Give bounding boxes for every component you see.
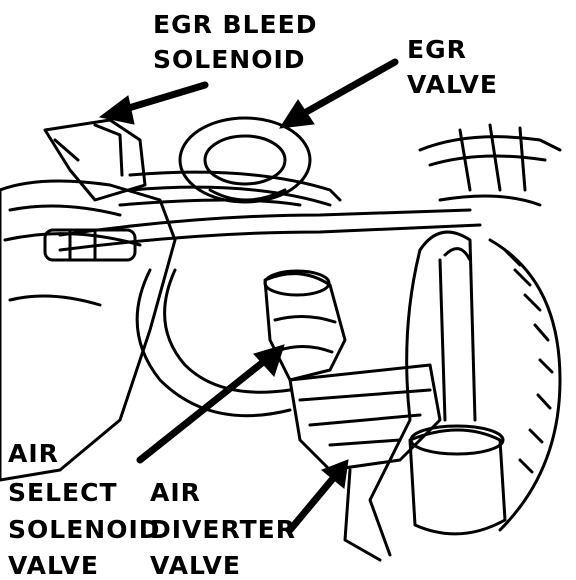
label-air-select-line4: VALVE	[8, 551, 99, 580]
arrow-air-select-solenoid	[136, 351, 276, 464]
label-air-select-line1: AIR	[8, 439, 59, 468]
egr-bleed-solenoid-body	[43, 118, 147, 202]
label-egr-valve-line2: VALVE	[407, 70, 498, 99]
upper-right-harness	[418, 135, 562, 152]
engine-block	[0, 179, 177, 482]
air-pump-canister	[408, 428, 507, 536]
air-diverter-valve-body	[288, 363, 442, 472]
air-hose-loop	[135, 268, 292, 418]
label-air-diverter-line3: VALVE	[150, 551, 241, 580]
pulley-edge	[488, 238, 562, 532]
arrow-air-diverter	[286, 466, 344, 534]
arrow-head-egr-bleed	[98, 95, 135, 125]
arrow-egr-valve	[288, 58, 399, 124]
arrow-head-air-diverter	[321, 459, 349, 489]
label-air-select-line2: SELECT	[8, 478, 118, 507]
label-egr-bleed-solenoid-line2: SOLENOID	[153, 45, 306, 74]
right-air-pipe	[418, 230, 477, 422]
label-air-select-line3: SOLENOID	[8, 515, 161, 544]
label-air-diverter-line2: DIVERTER	[150, 515, 296, 544]
egr-valve-body	[178, 116, 312, 204]
arrow-head-air-select	[253, 344, 285, 377]
arrow-head-egr-valve	[279, 99, 315, 129]
label-egr-valve-line1: EGR	[407, 35, 467, 64]
label-egr-bleed-solenoid-line1: EGR BLEED	[153, 10, 318, 39]
vacuum-tube-upper	[128, 170, 342, 202]
label-air-diverter-line1: AIR	[150, 478, 201, 507]
air-select-valve-body	[263, 272, 347, 382]
left-hose-fitting	[43, 228, 137, 262]
